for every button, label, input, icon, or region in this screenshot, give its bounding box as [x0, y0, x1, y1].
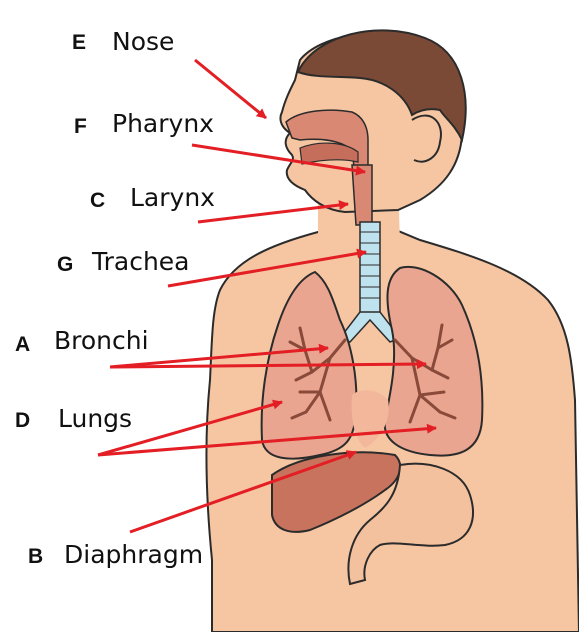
label-pharynx: Pharynx — [112, 111, 214, 136]
label-larynx: Larynx — [130, 185, 215, 210]
label-lungs: Lungs — [58, 406, 132, 431]
label-trachea: Trachea — [92, 249, 190, 274]
label-letter-d: D — [15, 410, 30, 431]
label-bronchi: Bronchi — [54, 328, 149, 353]
label-letter-g: G — [57, 254, 73, 275]
label-letter-a: A — [15, 334, 30, 355]
larynx — [352, 165, 372, 225]
label-letter-f: F — [74, 116, 87, 137]
label-diaphragm: Diaphragm — [64, 542, 203, 567]
label-nose: Nose — [112, 29, 174, 54]
label-letter-c: C — [90, 190, 105, 211]
label-letter-e: E — [72, 32, 86, 53]
label-letter-b: B — [28, 546, 43, 567]
